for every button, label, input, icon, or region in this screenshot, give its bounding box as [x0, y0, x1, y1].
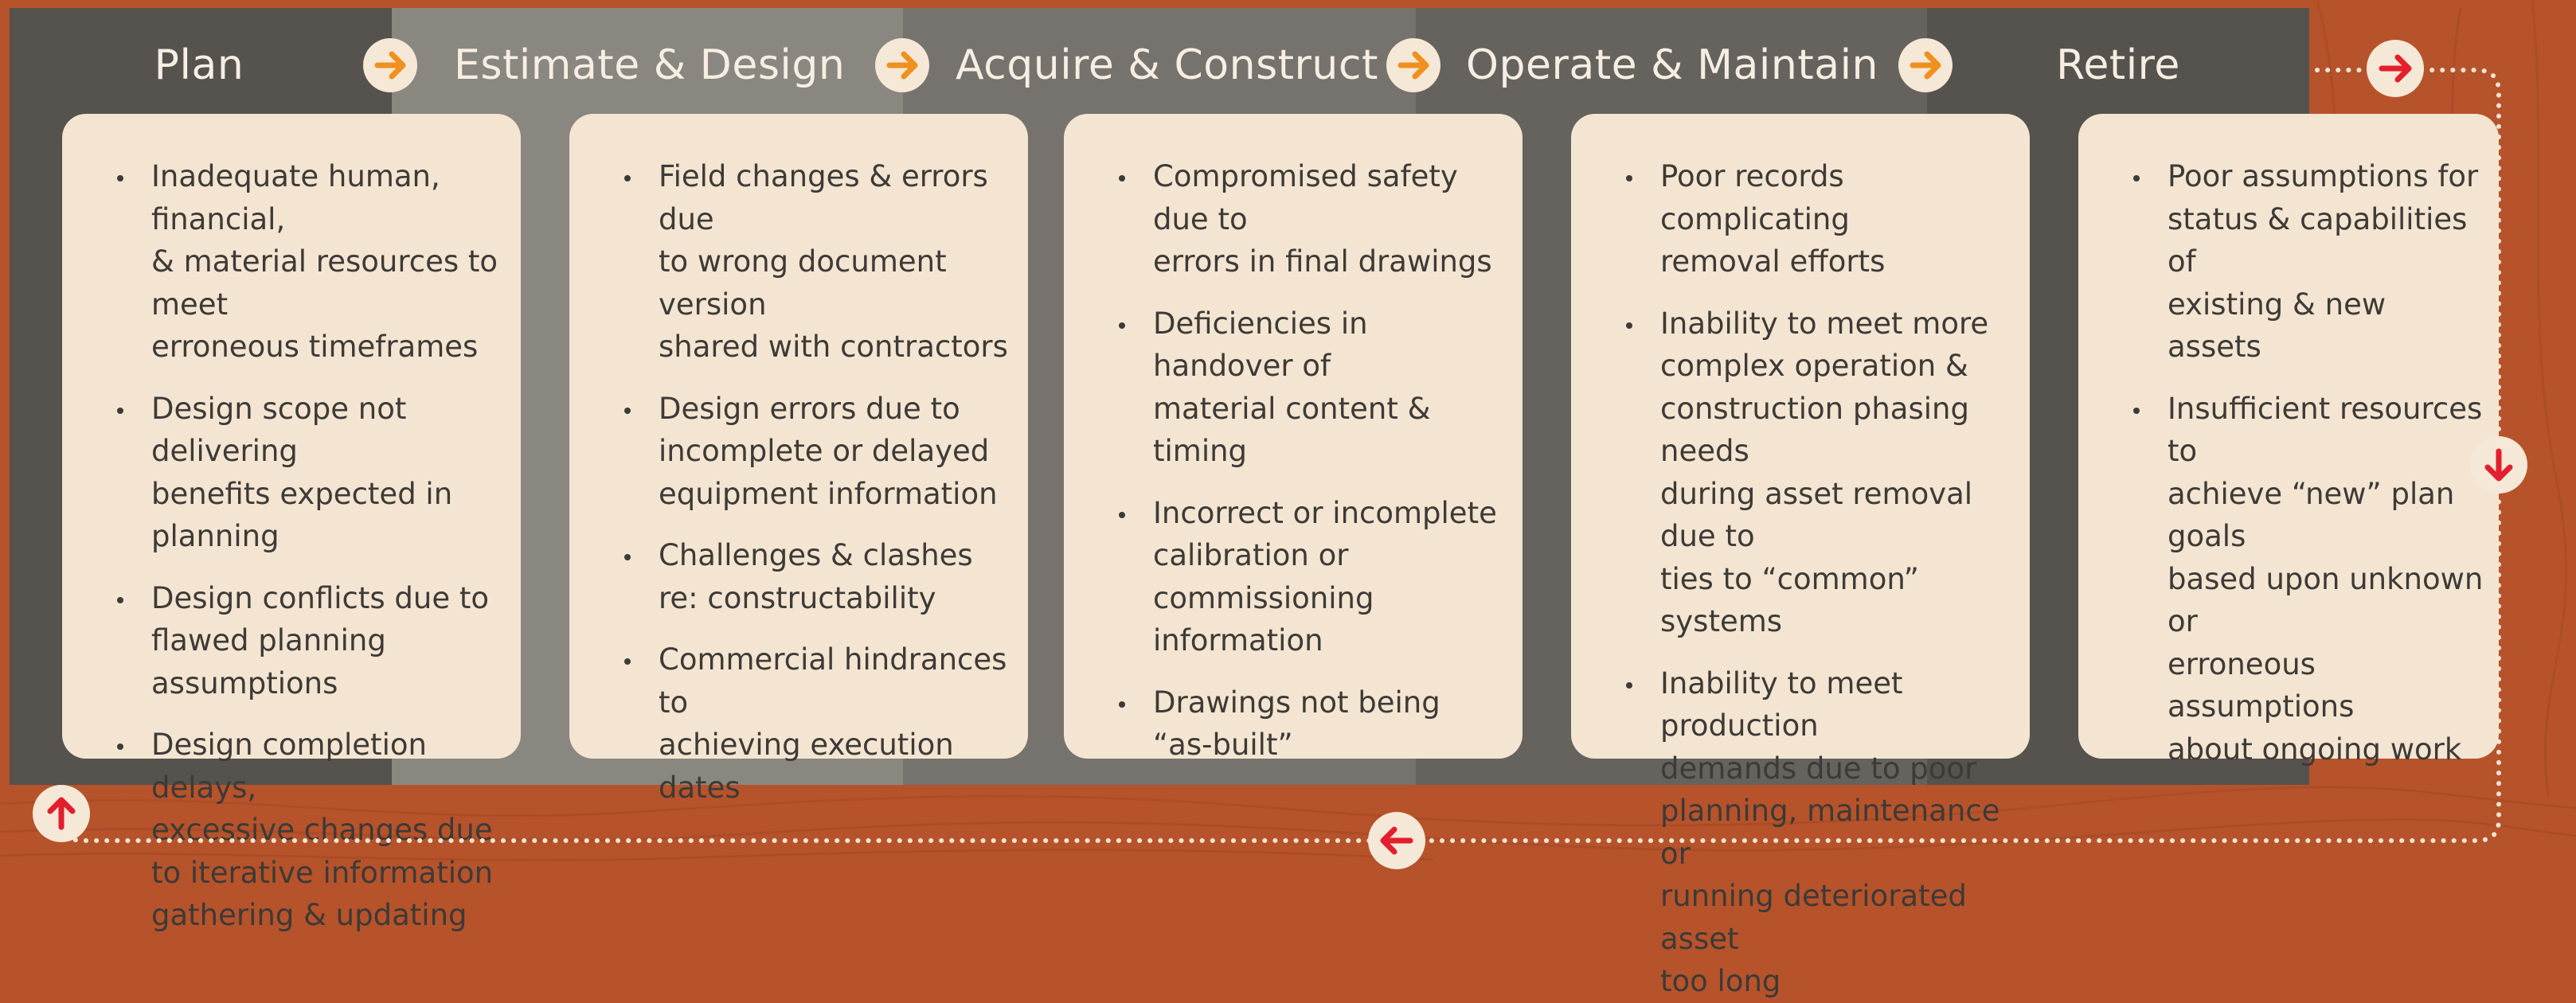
stage-title-estimate-design: Estimate & Design — [454, 41, 846, 89]
risk-item: Challenges & clashes re: constructabilit… — [617, 534, 1017, 619]
stage-card-acquire-construct: Compromised safety due to errors in fina… — [1064, 114, 1523, 762]
arrow-left-icon — [1368, 812, 1425, 869]
risk-item: Drawings not being “as-built” — [1112, 681, 1511, 767]
cycle-loop-line — [59, 68, 2501, 843]
risk-item: Design conflicts due to flawed planning … — [110, 577, 510, 705]
stage-title-acquire-construct: Acquire & Construct — [956, 41, 1378, 89]
stage-title-retire: Retire — [2056, 41, 2180, 89]
stage-card-plan: Inadequate human, financial, & material … — [62, 114, 521, 932]
risk-item: Insufficient resources to achieve “new” … — [2126, 388, 2488, 771]
arrow-right-icon — [363, 38, 417, 92]
stage-title-plan: Plan — [154, 41, 244, 89]
risk-item: Inability to meet more complex operation… — [1619, 302, 2019, 643]
stage-title-operate-maintain: Operate & Maintain — [1466, 41, 1878, 89]
arrow-right-icon — [875, 38, 929, 92]
risk-item: Poor records complicating removal effort… — [1619, 155, 2019, 283]
risk-item: Incorrect or incomplete calibration or c… — [1112, 492, 1511, 662]
arrow-down-icon — [2470, 436, 2527, 494]
risk-item: Poor assumptions for status & capabiliti… — [2126, 155, 2488, 369]
stage-card-retire: Poor assumptions for status & capabiliti… — [2078, 114, 2499, 767]
risk-list: Compromised safety due to errors in fina… — [1104, 155, 1511, 767]
risk-item: Inadequate human, financial, & material … — [110, 155, 510, 369]
risk-list: Poor assumptions for status & capabiliti… — [2118, 155, 2488, 771]
risk-item: Field changes & errors due to wrong docu… — [617, 155, 1017, 369]
stage-card-operate-maintain: Poor records complicating removal effort… — [1571, 114, 2030, 998]
risk-item: Deficiencies in handover of material con… — [1112, 302, 1511, 473]
risk-item: Compromised safety due to errors in fina… — [1112, 155, 1511, 283]
arrow-right-icon — [1898, 38, 1953, 92]
risk-item: Commercial hindrances to achieving execu… — [617, 638, 1017, 809]
arrow-right-icon — [1386, 38, 1440, 92]
risk-item: Design errors due to incomplete or delay… — [617, 388, 1017, 516]
arrow-right-icon — [2367, 40, 2424, 97]
risk-list: Poor records complicating removal effort… — [1611, 155, 2019, 1003]
risk-item: Design scope not delivering benefits exp… — [110, 388, 510, 558]
risk-list: Inadequate human, financial, & material … — [102, 155, 510, 937]
risk-list: Field changes & errors due to wrong docu… — [609, 155, 1017, 809]
stage-card-estimate-design: Field changes & errors due to wrong docu… — [569, 114, 1028, 805]
arrow-up-icon — [33, 785, 90, 842]
